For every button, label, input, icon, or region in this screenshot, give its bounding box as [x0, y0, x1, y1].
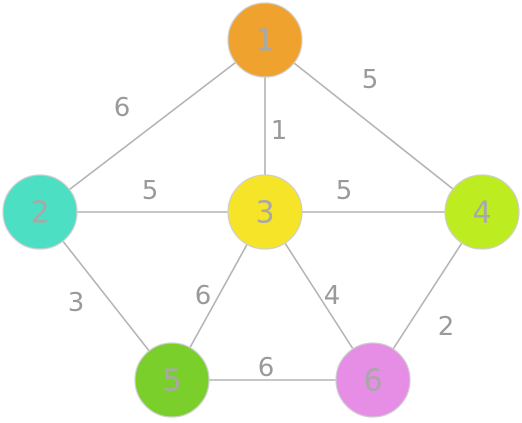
edge-1-2 [39, 39, 266, 213]
node-circle-3 [227, 174, 303, 250]
edge-weight-3-5: 6 [195, 281, 212, 311]
edge-weight-3-6: 4 [324, 281, 341, 311]
edge-weight-2-5: 3 [68, 288, 85, 318]
weights-layer: 6 1 5 5 5 3 6 4 2 6 [68, 65, 455, 383]
edge-weight-1-4: 5 [362, 65, 379, 95]
edge-weight-5-6: 6 [258, 353, 275, 383]
edge-1-4 [264, 39, 483, 213]
node-label-2: 2 [30, 196, 49, 231]
edge-weight-2-3: 5 [142, 176, 159, 206]
node-label-6: 6 [363, 364, 382, 399]
node-circle-4 [444, 174, 520, 250]
node-1: 1 [227, 2, 303, 78]
edge-weight-3-4: 5 [336, 176, 353, 206]
node-2: 2 [2, 174, 78, 250]
node-label-4: 4 [472, 196, 491, 231]
node-circle-5 [134, 342, 210, 418]
node-label-1: 1 [255, 24, 274, 59]
node-label-5: 5 [162, 364, 181, 399]
nodes-layer: 1 2 3 4 5 6 [2, 2, 520, 418]
node-5: 5 [134, 342, 210, 418]
node-4: 4 [444, 174, 520, 250]
node-circle-2 [2, 174, 78, 250]
node-label-3: 3 [255, 196, 274, 231]
node-3: 3 [227, 174, 303, 250]
node-circle-1 [227, 2, 303, 78]
node-6: 6 [335, 342, 411, 418]
edge-weight-1-3: 1 [271, 116, 288, 146]
node-circle-6 [335, 342, 411, 418]
edge-weight-1-2: 6 [114, 93, 131, 123]
edge-weight-4-6: 2 [438, 312, 455, 342]
